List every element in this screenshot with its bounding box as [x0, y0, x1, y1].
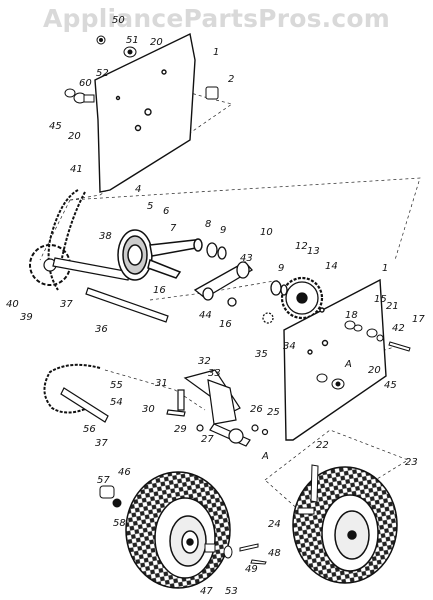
part-callout-label: 4: [135, 184, 141, 195]
part-callout-label: 21: [386, 301, 399, 312]
part-callout-label: A: [261, 451, 269, 462]
part-callout-label: 39: [20, 312, 33, 323]
right-wheel: [292, 466, 398, 584]
part-callout-label: 20: [150, 37, 163, 48]
part-callout-label: 44: [199, 310, 212, 321]
part-callout-label: 14: [325, 261, 338, 272]
part-callout-label: 50: [112, 15, 125, 26]
part-callout-label: 35: [255, 349, 268, 360]
part-callout-label: 8: [205, 219, 211, 230]
part-callout-label: 54: [110, 397, 123, 408]
part-callout-label: 30: [142, 404, 155, 415]
part-callout-label: 56: [83, 424, 96, 435]
right-side-plate: [283, 278, 387, 441]
part-callout-label: 16: [153, 285, 166, 296]
part-callout-label: 17: [412, 314, 425, 325]
part-callout-label: 53: [225, 586, 238, 597]
part-callout-label: 47: [200, 586, 213, 597]
part-callout-label: 9: [278, 263, 284, 274]
part-callout-label: 51: [126, 35, 139, 46]
part-callout-label: 24: [268, 519, 281, 530]
part-callout-label: 31: [155, 378, 168, 389]
shift-lever-assembly: [166, 369, 269, 447]
part-callout-label: 34: [283, 341, 296, 352]
part-callout-label: 7: [170, 223, 177, 234]
part-callout-label: 16: [219, 319, 232, 330]
hardware-stack-top-left: [64, 35, 137, 104]
part-callout-label: 58: [113, 518, 126, 529]
part-callout-label: 38: [99, 231, 112, 242]
part-callout-label: 26: [250, 404, 263, 415]
part-callout-label: 27: [201, 434, 214, 445]
hardware-right: [316, 320, 411, 390]
watermark-text: AppliancePartsPros.com: [42, 4, 391, 33]
part-callout-label: A: [344, 359, 352, 370]
part-callout-label: 33: [208, 368, 221, 379]
part-callout-label: 20: [68, 131, 81, 142]
nut-part-2: [205, 86, 219, 100]
part-callout-label: 12: [295, 241, 308, 252]
part-callout-label: 49: [245, 564, 258, 575]
part-callout-label: 57: [97, 475, 110, 486]
part-callout-label: 6: [163, 206, 169, 217]
sprocket-14: [262, 276, 324, 324]
part-callout-label: 10: [260, 227, 273, 238]
part-callout-label: 22: [316, 440, 329, 451]
part-callout-label: 36: [95, 324, 108, 335]
part-callout-label: 20: [368, 365, 381, 376]
drive-chain-lower: [43, 363, 109, 423]
wheel-hardware: [99, 464, 319, 565]
part-callout-label: 29: [174, 424, 187, 435]
part-callout-label: 52: [96, 68, 109, 79]
part-callout-label: 2: [228, 74, 234, 85]
part-callout-label: 5: [147, 201, 153, 212]
part-callout-label: 13: [307, 246, 320, 257]
part-callout-label: 1: [213, 47, 219, 58]
part-callout-label: 60: [79, 78, 92, 89]
part-callout-label: 15: [374, 294, 387, 305]
part-callout-label: 55: [110, 380, 123, 391]
left-side-plate: [94, 32, 196, 193]
part-callout-label: 32: [198, 356, 211, 367]
drive-chain-upper: [29, 189, 86, 291]
part-callout-label: 41: [70, 164, 83, 175]
part-callout-label: 37: [95, 438, 108, 449]
idler-arm-assembly: [193, 242, 254, 307]
axle-36: [85, 287, 169, 323]
part-callout-label: 43: [240, 253, 253, 264]
part-callout-label: 48: [268, 548, 281, 559]
part-callout-label: 46: [118, 467, 131, 478]
left-wheel: [125, 471, 231, 589]
part-callout-label: 25: [267, 407, 280, 418]
part-callout-label: 42: [392, 323, 405, 334]
part-callout-label: 45: [49, 121, 62, 132]
part-callout-label: 40: [6, 299, 19, 310]
part-callout-label: 9: [220, 225, 226, 236]
part-callout-label: 45: [384, 380, 397, 391]
axle-37: [52, 257, 131, 281]
part-callout-label: 37: [60, 299, 73, 310]
pulley-assembly: [117, 229, 203, 281]
part-callout-label: 23: [405, 457, 418, 468]
part-callout-label: 1: [382, 263, 388, 274]
part-callout-label: 18: [345, 310, 358, 321]
